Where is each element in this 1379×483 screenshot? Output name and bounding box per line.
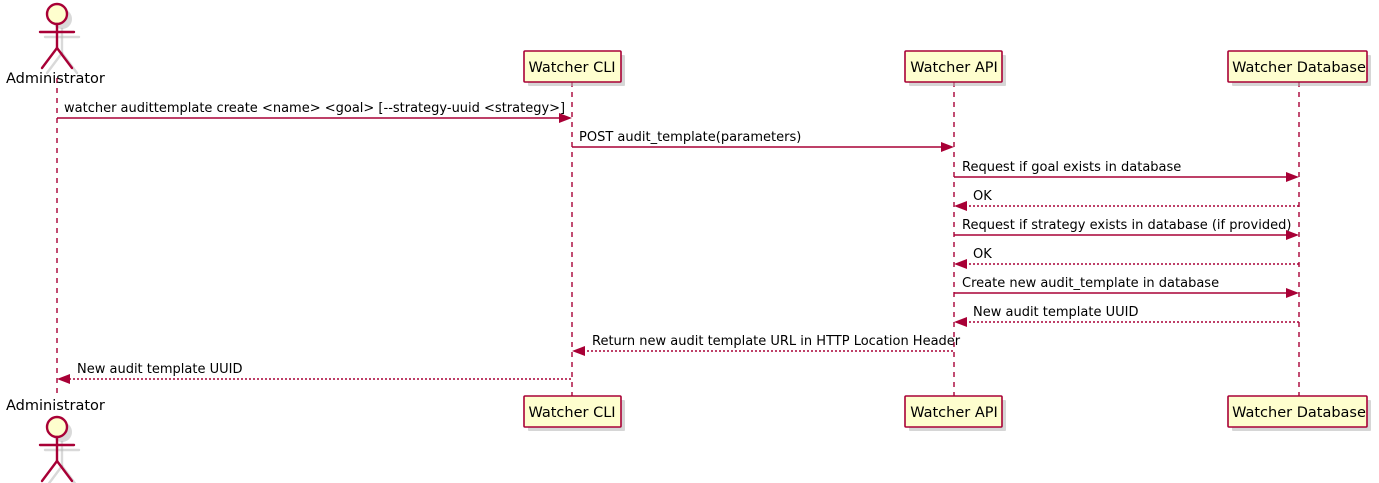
actor-leg-right-icon (55, 46, 74, 70)
participant-box-watcher-database-bottom[interactable] (1227, 395, 1368, 428)
message-8[interactable]: New audit template UUID (954, 305, 1299, 327)
participant-box-watcher-cli-bottom[interactable] (523, 395, 622, 428)
message-1-label: watcher audittemplate create <name> <goa… (64, 101, 565, 116)
participant-label-watcher-api-top: Watcher API (910, 60, 998, 76)
message-7-arrowhead (1286, 288, 1299, 298)
participant-watcher-api-bottom[interactable]: Watcher API (904, 395, 1006, 431)
actor-leg-left-icon-bottom (40, 459, 59, 483)
participant-label-watcher-cli-top: Watcher CLI (528, 60, 615, 76)
actor-leg-right-icon-bottom (55, 459, 74, 483)
participant-label-watcher-database-bottom: Watcher Database (1232, 405, 1366, 421)
message-5[interactable]: Request if strategy exists in database (… (954, 218, 1299, 240)
message-10[interactable]: New audit template UUID (57, 362, 571, 384)
message-6-arrowhead (954, 259, 967, 269)
message-8-arrowhead (954, 317, 967, 327)
participant-box-watcher-database-top[interactable] (1227, 50, 1368, 83)
participant-label-watcher-cli-bottom: Watcher CLI (528, 405, 615, 421)
message-7[interactable]: Create new audit_template in database (954, 276, 1299, 298)
message-2-label: POST audit_template(parameters) (579, 130, 801, 145)
message-9[interactable]: Return new audit template URL in HTTP Lo… (572, 334, 961, 356)
participant-watcher-database-top[interactable]: Watcher Database (1227, 50, 1371, 86)
message-1-arrowhead (559, 113, 572, 123)
participant-box-watcher-api-top[interactable] (904, 50, 1003, 83)
message-2-arrowhead (941, 142, 954, 152)
participant-watcher-api-top[interactable]: Watcher API (904, 50, 1006, 86)
message-5-arrowhead (1286, 230, 1299, 240)
participant-watcher-database-bottom[interactable]: Watcher Database (1227, 395, 1371, 431)
participant-watcher-cli-top[interactable]: Watcher CLI (523, 50, 625, 86)
message-1[interactable]: watcher audittemplate create <name> <goa… (57, 101, 572, 123)
message-10-arrowhead (57, 374, 70, 384)
participant-box-watcher-api-bottom[interactable] (904, 395, 1003, 428)
actor-label-administrator-bottom: Administrator (6, 398, 105, 414)
message-7-label: Create new audit_template in database (962, 276, 1219, 291)
message-3[interactable]: Request if goal exists in database (954, 160, 1299, 182)
actor-administrator-bottom[interactable]: Administrator (6, 398, 105, 483)
message-10-label: New audit template UUID (77, 362, 242, 377)
message-4-arrowhead (954, 201, 967, 211)
lifelines (56, 78, 1300, 396)
message-6[interactable]: OK (954, 247, 1299, 269)
message-4[interactable]: OK (954, 189, 1299, 211)
message-8-label: New audit template UUID (973, 305, 1138, 320)
message-5-label: Request if strategy exists in database (… (962, 218, 1291, 233)
message-4-label: OK (973, 189, 992, 204)
actor-head-icon (45, 2, 69, 26)
actor-administrator-top[interactable]: Administrator (6, 2, 105, 87)
message-9-label: Return new audit template URL in HTTP Lo… (592, 334, 961, 349)
message-2[interactable]: POST audit_template(parameters) (572, 130, 954, 152)
participant-watcher-cli-bottom[interactable]: Watcher CLI (523, 395, 625, 431)
participant-box-watcher-cli-top[interactable] (523, 50, 622, 83)
message-3-arrowhead (1286, 172, 1299, 182)
participant-label-watcher-database-top: Watcher Database (1232, 60, 1366, 76)
actor-label-administrator-top: Administrator (6, 71, 105, 87)
actor-leg-left-icon (40, 46, 59, 70)
participant-label-watcher-api-bottom: Watcher API (910, 405, 998, 421)
actor-head-icon-bottom (45, 415, 69, 439)
message-9-arrowhead (572, 346, 585, 356)
message-3-label: Request if goal exists in database (962, 160, 1181, 175)
message-6-label: OK (973, 247, 992, 262)
